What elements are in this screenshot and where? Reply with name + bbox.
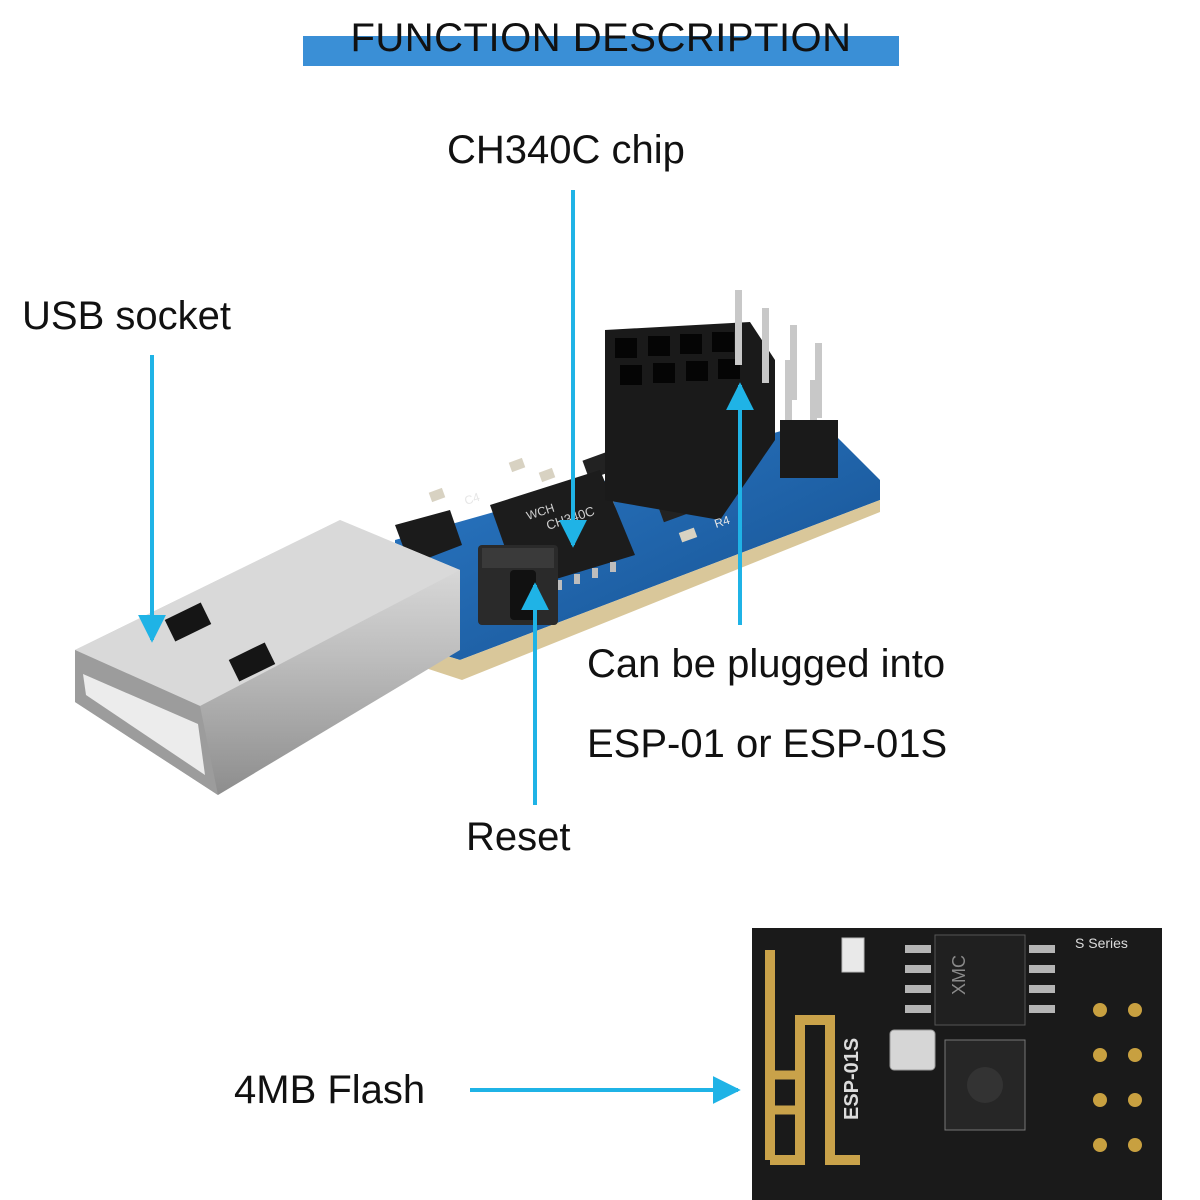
reset-button-cap bbox=[510, 570, 536, 620]
plug-label-line1: Can be plugged into bbox=[587, 642, 946, 686]
esp01s-module: XMC ESP-01S S Series bbox=[752, 928, 1162, 1200]
pcb-edge bbox=[395, 500, 880, 680]
chip-label: CH340C chip bbox=[447, 128, 685, 172]
module-silkscreen: ESP-01S bbox=[841, 1038, 863, 1120]
page-title: FUNCTION DESCRIPTION bbox=[350, 16, 852, 60]
crystal bbox=[889, 1029, 936, 1071]
reset-label: Reset bbox=[466, 815, 571, 859]
usb-plug-hole-2 bbox=[228, 642, 276, 682]
male-pins bbox=[735, 290, 822, 440]
title-underline-bar bbox=[303, 36, 899, 66]
usb-plug-insert bbox=[83, 674, 205, 775]
module-pins bbox=[1093, 1003, 1142, 1152]
pcb-antenna bbox=[765, 950, 860, 1165]
flash-chip-text: XMC bbox=[949, 955, 969, 995]
usb-plug-hole-1 bbox=[164, 602, 212, 642]
cap-label: C4 bbox=[463, 490, 482, 508]
usb-adapter-board: CH340C WCH R4 C4 bbox=[75, 290, 880, 795]
flash-chip bbox=[934, 934, 1026, 1026]
status-led bbox=[841, 937, 865, 973]
usb-socket-label: USB socket bbox=[22, 294, 231, 338]
series-silkscreen: S Series bbox=[1075, 935, 1128, 951]
resistor-label: R4 bbox=[713, 513, 732, 531]
flash-label: 4MB Flash bbox=[234, 1068, 426, 1112]
plug-label-line2: ESP-01 or ESP-01S bbox=[587, 722, 948, 766]
